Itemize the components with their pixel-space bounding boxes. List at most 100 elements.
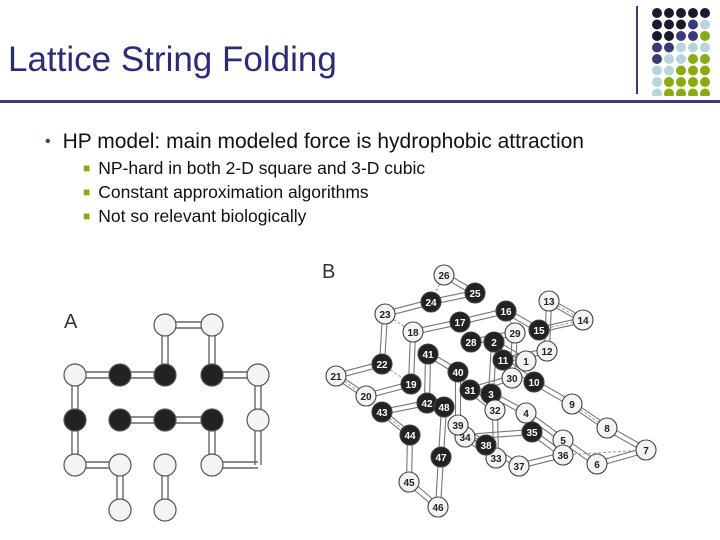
residue-number: 3 (488, 390, 494, 401)
residue-number: 31 (464, 386, 476, 397)
polar-residue (374, 303, 396, 325)
residue-number: 25 (469, 289, 481, 300)
decorative-dot (664, 77, 674, 87)
residue-number: 40 (452, 368, 464, 379)
decorative-dot (700, 19, 710, 30)
polar-residue (63, 453, 87, 477)
residue-number: 9 (569, 400, 575, 411)
hydrophobic-residue (200, 363, 224, 387)
decorative-dot (688, 65, 698, 76)
decorative-dot (700, 65, 710, 76)
residue-number: 5 (560, 436, 566, 447)
bullet-text: HP model: main modeled force is hydropho… (62, 130, 584, 153)
chain-bond (465, 433, 533, 441)
hydrophobic-residue (492, 349, 514, 371)
subbullet-item: ■Constant approximation algorithms (83, 182, 369, 203)
residue-number: 13 (543, 297, 555, 308)
hydrophobic-residue (153, 408, 177, 432)
polar-residue (153, 453, 177, 477)
polar-residue (447, 414, 469, 436)
decorative-dot (688, 54, 698, 64)
slide-title: Lattice String Folding (8, 40, 337, 79)
polar-residue (402, 321, 424, 343)
residue-number: 17 (454, 318, 466, 329)
decorative-dot (652, 88, 662, 96)
hydrophobic-residue (430, 446, 452, 468)
decorative-dot (652, 77, 662, 87)
hydrophobic-residue (153, 363, 177, 387)
hydrophobic-residue (417, 343, 439, 365)
subbullet-item: ■ Not so relevant biologically (83, 206, 306, 227)
residue-number: 23 (379, 310, 391, 321)
decorative-dot (664, 31, 674, 41)
residue-number: 19 (405, 380, 417, 391)
hydrophobic-residue (459, 379, 481, 401)
residue-number: 18 (407, 328, 419, 339)
hydrophobic-residue (400, 373, 422, 395)
decorative-dot (664, 42, 674, 53)
hydrophobic-residue (460, 331, 482, 353)
subbullet-item: ■NP-hard in both 2-D square and 3-D cubi… (83, 158, 425, 179)
polar-residue (586, 453, 608, 475)
residue-number: 47 (435, 453, 447, 464)
residue-number: 34 (459, 433, 471, 444)
square-bullet-icon: ■ (83, 209, 91, 223)
residue-number: 43 (376, 408, 388, 419)
subbullet-text: Constant approximation algorithms (98, 182, 369, 202)
polar-residue (433, 264, 455, 286)
hydrophobic-residue (495, 300, 517, 322)
residue-number: 30 (506, 374, 518, 385)
hydrophobic-residue (523, 371, 545, 393)
residue-number: 36 (557, 451, 569, 462)
decorative-dot (664, 88, 674, 96)
decorative-dot (664, 65, 674, 76)
hydrophobic-residue (371, 353, 393, 375)
decorative-dot (688, 31, 698, 41)
residue-number: 39 (452, 421, 464, 432)
residue-number: 24 (425, 298, 437, 309)
polar-residue (246, 408, 270, 432)
decorative-dot (700, 31, 710, 41)
polar-residue (153, 498, 177, 522)
hydrophobic-residue (483, 331, 505, 353)
polar-residue (325, 365, 347, 387)
polar-residue (484, 399, 506, 421)
hydrophobic-residue (447, 361, 469, 383)
residue-number: 20 (360, 392, 372, 403)
decorative-dot (700, 42, 710, 53)
residue-number: 45 (403, 478, 415, 489)
residue-number: 48 (438, 403, 450, 414)
decorative-dot (652, 31, 662, 41)
square-bullet-icon: ■ (83, 161, 91, 175)
decorative-dot (688, 77, 698, 87)
hydrophobic-residue (63, 408, 87, 432)
decorative-dot (652, 19, 662, 30)
polar-residue (200, 453, 224, 477)
subbullet-text: Not so relevant biologically (98, 206, 307, 226)
decorative-dot-grid (652, 8, 710, 96)
residue-number: 11 (498, 356, 509, 367)
hydrophobic-residue (399, 424, 421, 446)
residue-number: 14 (577, 316, 589, 327)
polar-residue (398, 471, 420, 493)
panel-a-label: A (64, 311, 78, 333)
residue-number: 8 (604, 424, 610, 435)
polar-residue (501, 367, 523, 389)
polar-residue (552, 444, 574, 466)
residue-number: 33 (490, 454, 502, 465)
chain-bond (464, 428, 532, 436)
decorative-dot (700, 88, 710, 96)
hydrophobic-residue (200, 408, 224, 432)
residue-number: 26 (438, 271, 450, 282)
decorative-dot (688, 19, 698, 30)
hydrophobic-residue (371, 401, 393, 423)
residue-number: 44 (404, 431, 416, 442)
polar-residue (536, 340, 558, 362)
residue-number: 10 (528, 378, 540, 389)
polar-residue (153, 313, 177, 337)
hydrophobic-residue (475, 434, 497, 456)
polar-residue (108, 498, 132, 522)
decorative-dot (700, 77, 710, 87)
residue-number: 35 (526, 428, 538, 439)
lattice-contact (525, 350, 548, 362)
